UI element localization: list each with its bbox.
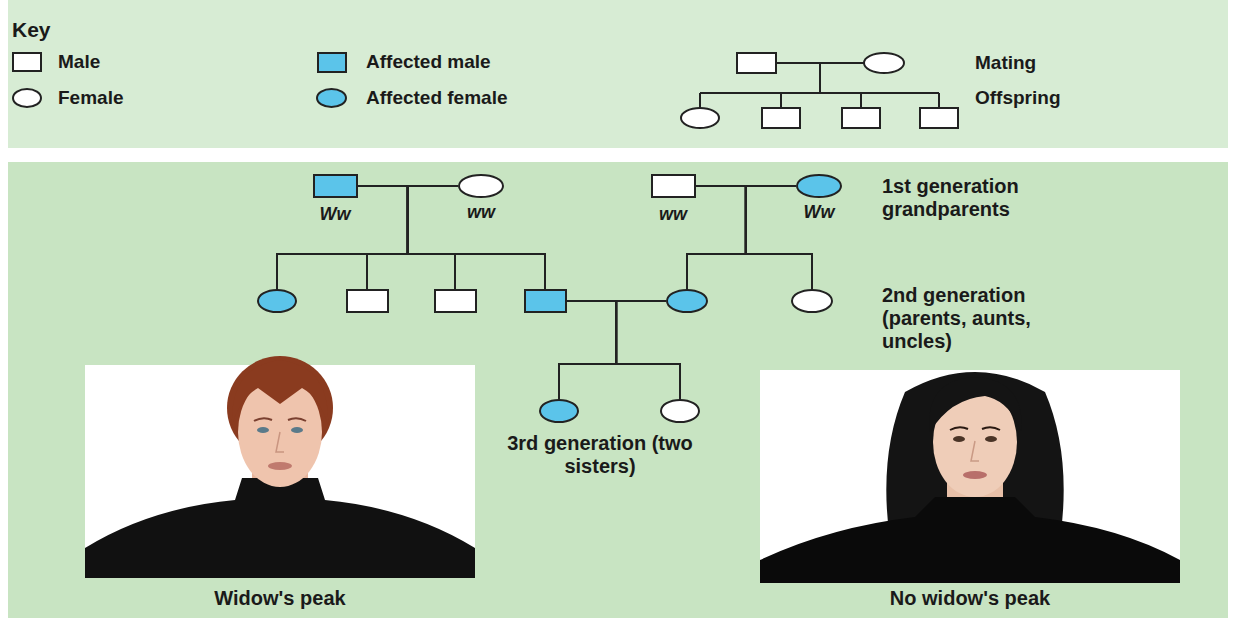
descent-line [746, 186, 812, 289]
female-outline [257, 289, 297, 313]
legend-label: Affected female [366, 87, 508, 109]
key-label: Mating [975, 52, 1175, 74]
genotype-label: ww [659, 204, 687, 224]
female-symbol [666, 289, 708, 313]
key-panel [8, 0, 1228, 148]
female-shape [459, 175, 503, 197]
nose [276, 432, 284, 452]
female-outline [796, 174, 842, 198]
female-outline [666, 289, 708, 313]
lips [963, 471, 987, 479]
female-shape [661, 400, 699, 422]
descent-line [559, 301, 616, 399]
male-symbol [842, 108, 880, 128]
genotype-label: Ww [804, 202, 835, 222]
female-symbol [539, 399, 579, 423]
descent-line [358, 186, 456, 289]
legend-square [12, 52, 42, 72]
legend-circle-shape [317, 89, 346, 107]
generation-label: 1st generation grandparents [882, 175, 1132, 221]
hairline [929, 377, 1021, 432]
male-symbol [524, 289, 567, 313]
lips [268, 462, 292, 470]
child-line [860, 93, 862, 108]
male-symbol: ww [651, 174, 696, 198]
brows [254, 418, 306, 421]
nose [971, 441, 979, 461]
legend-label: Affected male [366, 51, 491, 73]
male-symbol [346, 289, 389, 313]
male-symbol [920, 108, 958, 128]
female-symbol [681, 108, 719, 128]
descent-line [696, 186, 813, 289]
female-symbol [257, 289, 297, 313]
female-shape [667, 290, 707, 312]
photo-no-widows-peak [760, 370, 1180, 583]
female-outline [458, 174, 504, 198]
female-symbol: ww [458, 174, 504, 198]
photo-caption: Widow's peak [130, 587, 430, 610]
male-symbol [737, 53, 776, 73]
legend-circle [316, 88, 347, 108]
female-outline [539, 399, 579, 423]
descent-line [408, 186, 458, 289]
pedigree-panel [8, 162, 1228, 618]
legend-circle-outline [316, 88, 347, 108]
eye [953, 436, 965, 442]
mating-sample [681, 53, 958, 128]
brows [950, 427, 1000, 430]
generation-label: 2nd generation (parents, aunts, uncles) [882, 284, 1072, 353]
female-outline [660, 399, 700, 423]
legend-circle [12, 88, 42, 108]
photo-ground [760, 370, 1180, 583]
legend-label: Male [58, 51, 100, 73]
female-symbol [864, 53, 904, 73]
generation-label: 3rd generation (two sisters) [505, 432, 695, 478]
male-symbol: Ww [313, 174, 358, 198]
descent-line [616, 301, 680, 399]
eye [985, 436, 997, 442]
turtleneck [85, 478, 475, 578]
female-outline [791, 289, 833, 313]
genotype-label: Ww [320, 204, 351, 224]
legend-circle-outline [12, 88, 42, 108]
female-shape [258, 290, 296, 312]
descent-line [277, 186, 408, 289]
photo-caption: No widow's peak [820, 587, 1120, 610]
eye [291, 427, 303, 433]
legend-square [317, 52, 347, 73]
descent-line [559, 301, 666, 399]
descent-line [819, 63, 821, 93]
male-symbol [762, 108, 800, 128]
male-symbol [434, 289, 477, 313]
descent-line [567, 301, 681, 399]
genotype-label: ww [467, 202, 495, 222]
descent-line [367, 186, 458, 289]
legend-label: Female [58, 87, 123, 109]
key-heading: Key [12, 18, 92, 42]
female-symbol [660, 399, 700, 423]
child-line [699, 93, 701, 108]
female-symbol [791, 289, 833, 313]
female-symbol: Ww [796, 174, 842, 198]
eye [257, 427, 269, 433]
child-line [780, 93, 782, 108]
hairline-peak [232, 360, 328, 425]
descent-line [687, 186, 796, 289]
photo-widows-peak [85, 356, 475, 578]
female-shape [792, 290, 832, 312]
female-shape [797, 175, 841, 197]
descent-line [358, 186, 546, 289]
descent-line [277, 186, 458, 289]
child-line [938, 93, 940, 108]
turtleneck [760, 497, 1180, 583]
key-label: Offspring [975, 87, 1175, 109]
descent-line [408, 186, 545, 289]
descent-line [358, 186, 408, 289]
descent-line [687, 186, 746, 289]
sibship-line [700, 92, 939, 94]
legend-circle-shape [13, 89, 41, 107]
female-shape [540, 400, 578, 422]
